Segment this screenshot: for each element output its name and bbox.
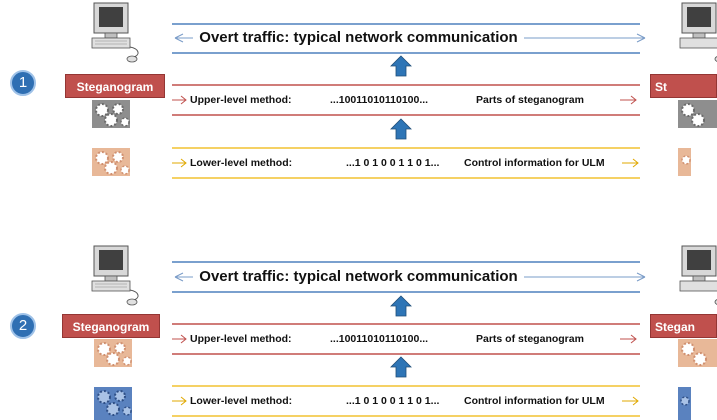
right-arrow-icon — [636, 272, 646, 282]
upper-right-arrow-icon — [620, 95, 637, 105]
lower-right-arrow-icon — [622, 158, 639, 168]
up-arrow-icon — [390, 118, 412, 140]
gears-icon — [92, 100, 130, 128]
left-computer-icon — [91, 2, 139, 63]
scenario-number-badge: 1 — [10, 70, 36, 96]
gears-icon — [678, 100, 717, 128]
right-computer-icon — [679, 245, 717, 305]
lower-bits: ...1 0 1 0 0 1 1 0 1... — [346, 395, 440, 407]
left-arrow-icon — [174, 33, 184, 43]
upper-right-arrow-icon — [620, 334, 637, 344]
steganogram-box-left: Steganogram — [65, 74, 165, 98]
upper-method-label: Upper-level method: — [190, 94, 292, 106]
left-computer-icon — [91, 245, 139, 306]
gears-icon — [94, 387, 132, 420]
scenario-panel-1: Overt traffic: typical network communica… — [0, 2, 717, 179]
lower-payload: Control information for ULM — [464, 157, 605, 169]
gears-icon — [678, 148, 691, 176]
gears-icon — [678, 387, 691, 420]
upper-method-label: Upper-level method: — [190, 333, 292, 345]
upper-bits: ...10011010110100... — [330, 94, 429, 106]
gears-icon — [678, 339, 717, 367]
up-arrow-icon — [390, 295, 412, 317]
upper-payload: Parts of steganogram — [476, 94, 584, 106]
upper-payload: Parts of steganogram — [476, 333, 584, 345]
upper-left-arrow-icon — [172, 334, 187, 344]
lower-left-arrow-icon — [172, 396, 187, 406]
gears-icon — [94, 339, 132, 367]
overt-traffic-label: Overt traffic: typical network communica… — [0, 29, 717, 46]
lower-bits: ...1 0 1 0 0 1 1 0 1... — [346, 157, 440, 169]
lower-payload: Control information for ULM — [464, 395, 605, 407]
left-arrow-icon — [174, 272, 184, 282]
lower-right-arrow-icon — [622, 396, 639, 406]
lower-method-label: Lower-level method: — [190, 157, 293, 169]
upper-left-arrow-icon — [172, 95, 187, 105]
steganogram-box-right: St — [650, 74, 717, 98]
right-computer-icon — [679, 2, 717, 62]
upper-bits: ...10011010110100... — [330, 333, 429, 345]
overt-traffic-label: Overt traffic: typical network communica… — [0, 268, 717, 285]
lower-method-label: Lower-level method: — [190, 395, 293, 407]
panel-2-graphics — [91, 245, 717, 420]
right-arrow-icon — [636, 33, 646, 43]
gears-icon — [92, 148, 130, 176]
up-arrow-icon — [390, 356, 412, 378]
scenario-number-badge: 2 — [10, 313, 36, 339]
steganogram-box-right: Stegan — [650, 314, 717, 338]
scenario-panel-2: Overt traffic: typical network communica… — [0, 210, 717, 420]
up-arrow-icon — [390, 55, 412, 77]
steganogram-box-left: Steganogram — [62, 314, 160, 338]
lower-left-arrow-icon — [172, 158, 187, 168]
